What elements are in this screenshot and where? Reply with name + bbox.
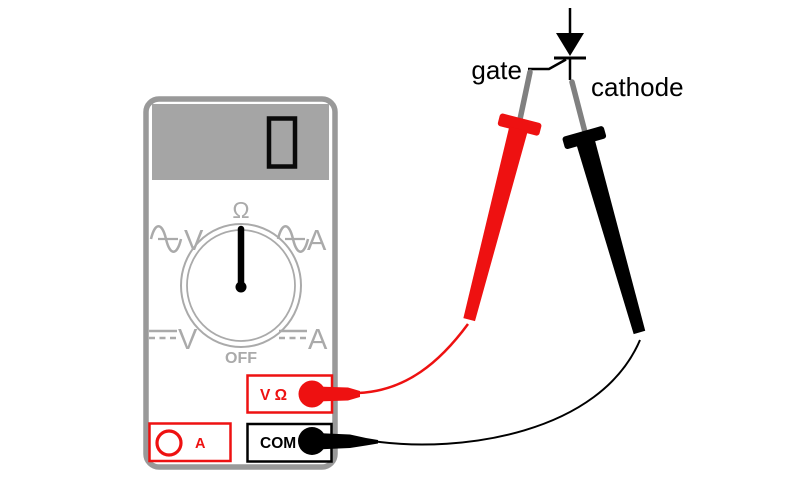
red-test-lead-wire <box>357 323 470 395</box>
black-probe-head <box>562 126 607 149</box>
dc-current-label: A <box>308 324 328 356</box>
black-plug-stem <box>316 433 378 450</box>
red-probe-body <box>463 126 528 322</box>
thyristor-triangle <box>556 33 584 56</box>
dc-voltage-setting: V <box>149 324 198 356</box>
cathode-label: cathode <box>591 72 684 102</box>
volt-ohm-jack-label: V Ω <box>260 387 287 404</box>
ac-voltage-label: V <box>184 225 204 257</box>
multimeter: Ω V A V A OFF V Ω A <box>143 96 338 470</box>
ac-current-label: A <box>307 225 327 257</box>
red-probe-head <box>497 113 542 136</box>
cathode-lead <box>569 79 589 139</box>
black-probe-body <box>576 139 646 335</box>
dc-voltage-label: V <box>178 324 198 356</box>
dial-needle-hub <box>235 281 247 293</box>
dial-ohms-label: Ω <box>232 197 249 223</box>
gate-lead <box>516 69 533 127</box>
selector-dial <box>180 223 302 348</box>
red-banana-plug <box>298 380 360 408</box>
dc-current-setting: A <box>279 324 328 356</box>
dial-off-label: OFF <box>225 350 257 367</box>
current-jack-hole <box>155 429 183 457</box>
red-probe <box>463 113 542 322</box>
ac-current-setting: A <box>276 225 327 257</box>
thyristor-symbol <box>528 8 586 80</box>
com-jack-label: COM <box>260 435 296 452</box>
dial-outer-ring <box>180 223 302 348</box>
lcd-display <box>152 104 329 180</box>
black-probe <box>562 126 646 335</box>
black-test-lead-wire <box>375 339 641 446</box>
gate-label: gate <box>471 55 522 85</box>
display-digit-rect <box>266 116 298 169</box>
current-jack-label: A <box>195 436 206 452</box>
black-banana-plug <box>298 427 378 455</box>
red-plug-stem <box>316 386 360 402</box>
gate-line <box>528 58 567 71</box>
ac-voltage-setting: V <box>149 225 204 257</box>
